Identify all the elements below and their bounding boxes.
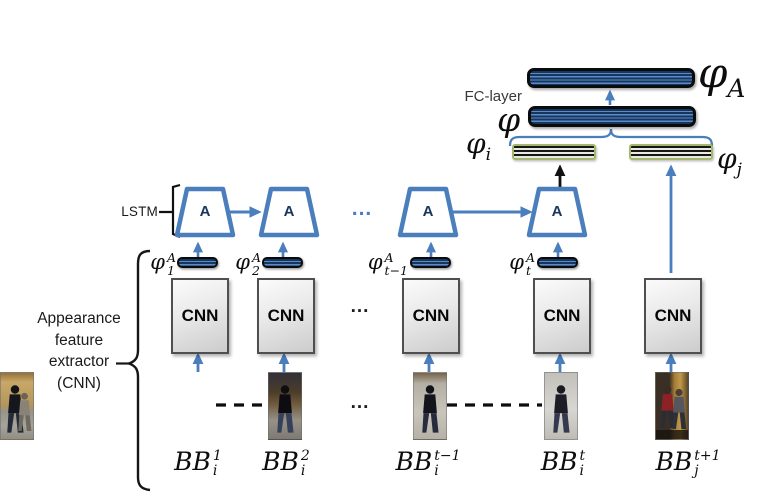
pedestrian-silhouette [272, 381, 298, 437]
pedestrian-silhouette-secondary [668, 385, 689, 433]
lstm-cell-4-label: A [551, 203, 563, 220]
feat2-bar [262, 257, 303, 268]
cnn-box-3: CNN [402, 278, 460, 354]
pedestrian-image-4 [544, 372, 578, 440]
phii-label: φi [466, 127, 492, 165]
appearance-extractor-line-1: Appearance [37, 310, 121, 327]
pedestrian-image-2 [268, 372, 302, 440]
appearance-extractor-line-4: (CNN) [57, 374, 101, 392]
appearance-extractor-label: Appearance feature extractor (CNN) [12, 308, 146, 394]
feat1-bar [177, 257, 218, 268]
pedestrian-silhouette-secondary [14, 389, 34, 435]
fc-layer-label: FC-layer [464, 88, 522, 105]
feat3-bar [410, 257, 451, 268]
frames-ellipsis: ... [350, 392, 370, 413]
phij-feature-bar [629, 144, 713, 160]
pedestrian-silhouette [417, 381, 443, 437]
phi-feature-bar [528, 106, 696, 127]
pedestrian-silhouette [548, 381, 574, 437]
phij-label: φj [717, 142, 742, 180]
lstm-cell-1-label: A [199, 203, 211, 220]
phi-label: φ [497, 100, 521, 139]
appearance-extractor-line-2: feature [54, 331, 104, 349]
phiA-feature-bar [527, 68, 695, 88]
lstm-cell-3-label: A [422, 203, 434, 220]
cnn-box-1: CNN [171, 278, 229, 354]
lstm-cell-2-label: A [283, 203, 295, 220]
cnn-box-2: CNN [257, 278, 315, 354]
lstm-label: LSTM [121, 204, 158, 219]
phii-feature-bar [512, 144, 596, 160]
pedestrian-image-3 [413, 372, 447, 440]
cnn-box-4: CNN [533, 278, 591, 354]
feat4-bar [537, 257, 578, 268]
appearance-extractor-line-3: extractor [48, 353, 110, 370]
phiA-label: φA [698, 48, 746, 103]
pedestrian-image-5 [655, 372, 689, 440]
cnn-box-5: CNN [644, 278, 702, 354]
lstm-ellipsis: ... [351, 197, 373, 220]
cnn-ellipsis: ... [350, 296, 370, 317]
lstm-bracket [159, 183, 181, 239]
pedestrian-image-1 [0, 372, 34, 440]
